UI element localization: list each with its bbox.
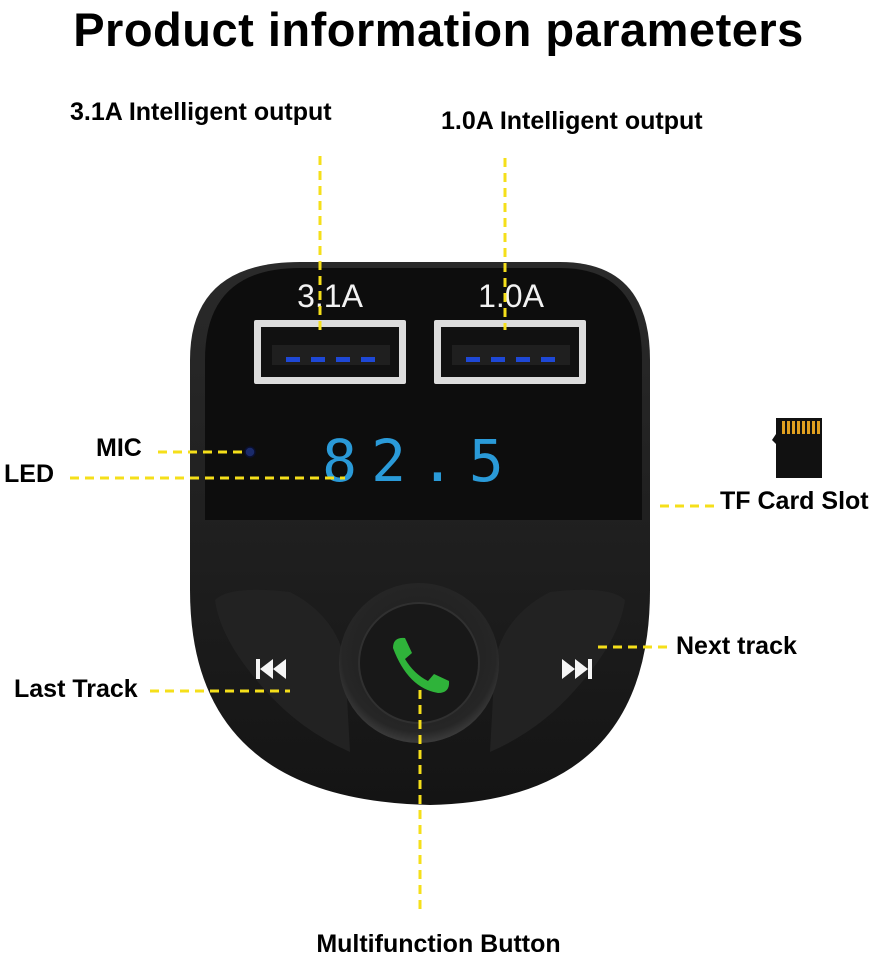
tf-card-icon	[772, 418, 822, 478]
usb-port-31a	[254, 320, 406, 384]
label-10a-output: 1.0A Intelligent output	[441, 107, 703, 135]
page-title: Product information parameters	[73, 3, 804, 56]
leader-lines	[70, 156, 716, 910]
previous-track-icon[interactable]	[256, 659, 286, 679]
label-tf-card-slot: TF Card Slot	[720, 487, 869, 515]
label-multifunction-button: Multifunction Button	[316, 930, 561, 958]
port-label-10a: 1.0A	[478, 278, 544, 314]
label-led: LED	[4, 460, 54, 488]
next-track-icon[interactable]	[562, 659, 592, 679]
phone-icon	[393, 637, 450, 693]
port-label-31a: 3.1A	[297, 278, 363, 314]
label-31a-output: 3.1A Intelligent output	[70, 98, 332, 126]
label-mic: MIC	[96, 434, 142, 462]
usb-port-10a	[434, 320, 586, 384]
label-next-track: Next track	[676, 632, 797, 660]
label-last-track: Last Track	[14, 675, 138, 703]
next-button-pad[interactable]	[490, 589, 625, 752]
mic-hole	[244, 446, 256, 458]
led-display: 82.5	[322, 427, 518, 495]
